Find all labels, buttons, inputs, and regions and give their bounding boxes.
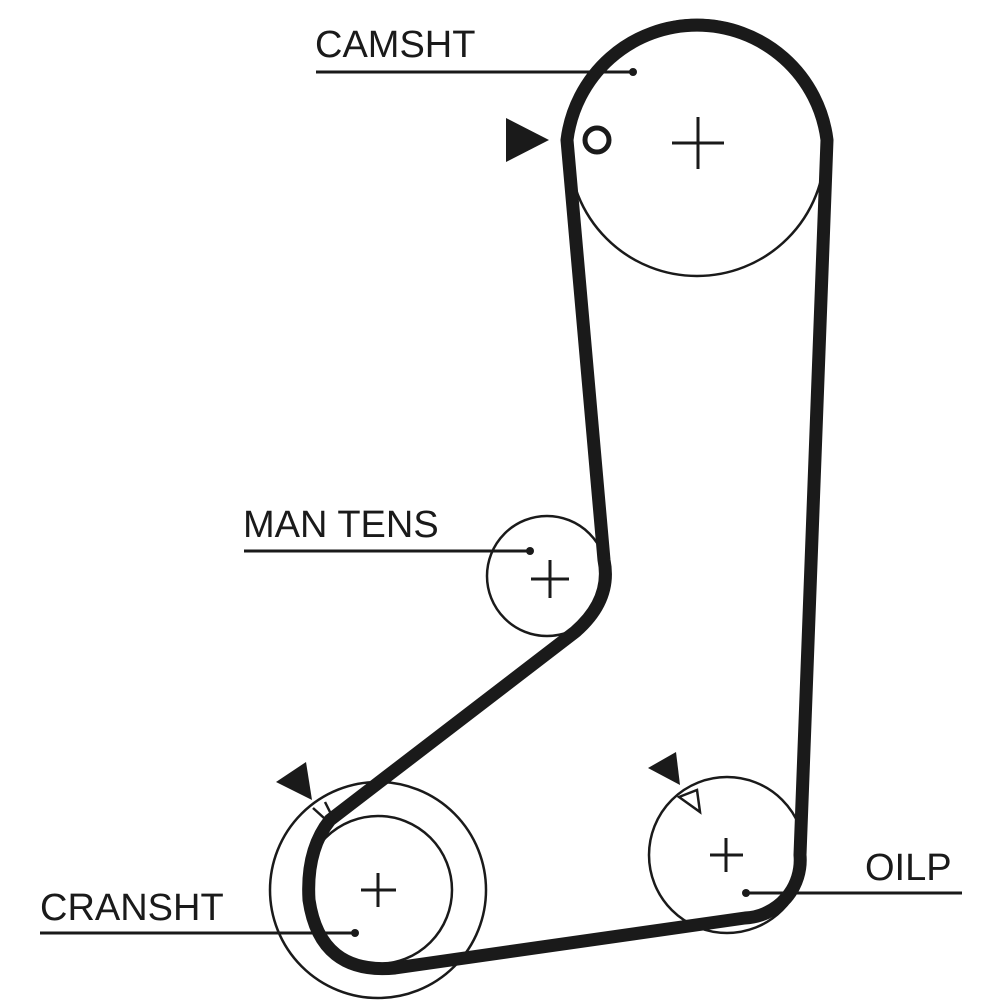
oil-pump-label: OILP [865,847,952,889]
crankshaft-timing-triangle-icon [276,762,312,800]
crankshaft-leader-dot [351,929,359,937]
oil-pump-notch-icon [676,788,702,815]
camshaft-timing-dot-icon [582,125,612,155]
tensioner-leader-dot [526,547,534,555]
camshaft-timing-triangle-icon [506,118,549,162]
oil-pump-leader-dot [742,889,750,897]
camshaft-label: CAMSHT [315,24,475,66]
tensioner-center-cross [531,560,569,598]
crankshaft-center-cross [361,873,396,907]
camshaft-leader-dot [629,68,637,76]
oil-pump-center-cross [710,838,743,872]
timing-belt [302,18,834,976]
crankshaft-label: CRANSHT [40,887,224,929]
crankshaft-notch-icon [312,801,334,819]
tensioner-label: MAN TENS [243,504,439,546]
camshaft-center-cross [672,117,724,169]
oil-pump-timing-triangle-icon [648,752,680,785]
